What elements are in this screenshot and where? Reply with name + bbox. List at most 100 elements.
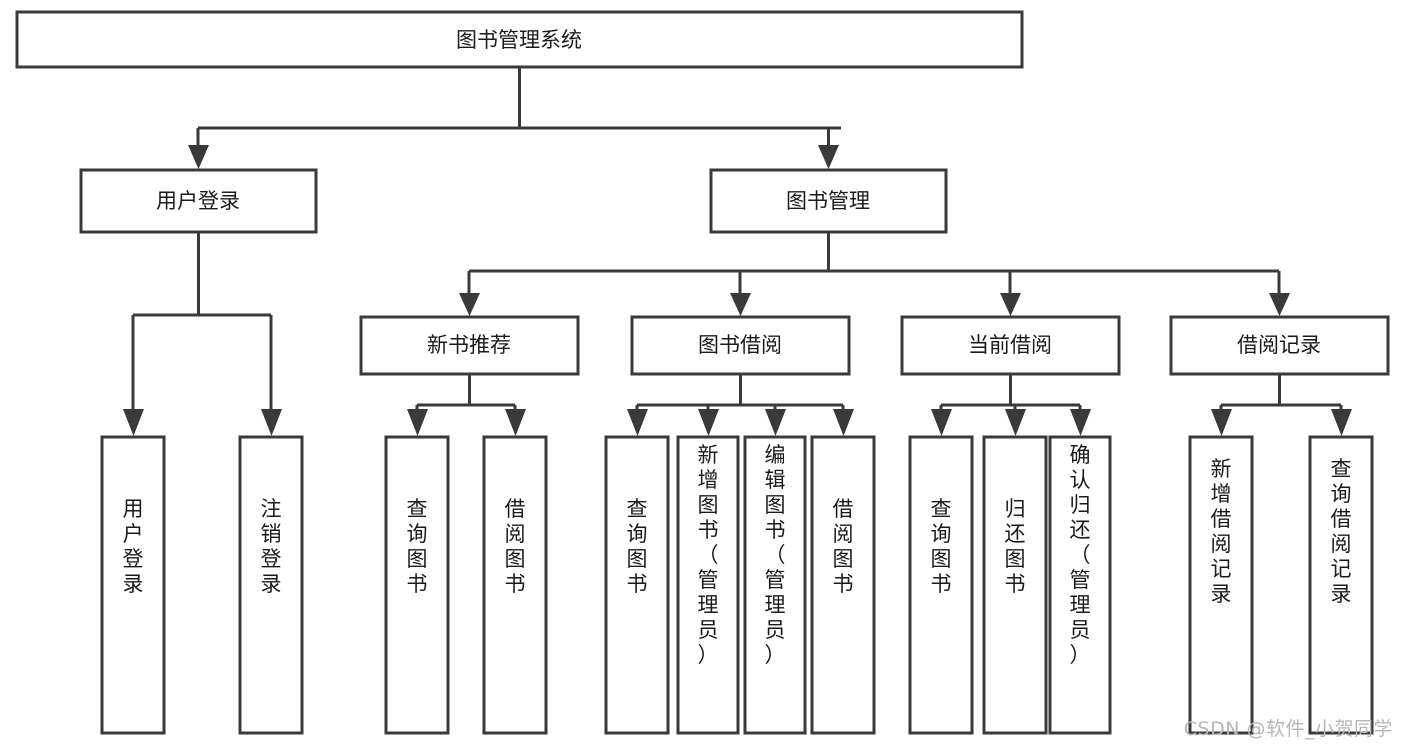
node-new-book-recommend-label: 新书推荐 (427, 333, 511, 357)
svg-text:员: 员 (1070, 618, 1091, 642)
svg-text:借: 借 (1331, 507, 1352, 531)
node-leaf-logout-login-box[interactable] (238, 435, 304, 735)
arrow-head-leaf-query-book-1 (407, 409, 428, 436)
svg-text:编: 编 (765, 443, 786, 467)
arrow-head-leaf-borrow-book-1 (505, 409, 526, 436)
node-leaf-user-login-box[interactable] (100, 435, 166, 735)
svg-text:查: 查 (407, 497, 428, 521)
node-new-book-recommend[interactable]: 新书推荐 (359, 315, 580, 376)
node-leaf-borrow-book-1-box[interactable] (482, 435, 548, 735)
arrow-head-leaf-logout-login (261, 409, 282, 436)
svg-text:查: 查 (627, 497, 648, 521)
svg-text:）: ） (1070, 643, 1091, 667)
svg-text:录: 录 (261, 572, 282, 596)
svg-text:书: 书 (931, 572, 952, 596)
svg-text:录: 录 (1331, 582, 1352, 606)
svg-text:）: ） (698, 643, 719, 667)
node-book-borrow-box[interactable] (630, 315, 851, 376)
node-current-borrow-label: 当前借阅 (968, 333, 1052, 357)
svg-text:书: 书 (627, 572, 648, 596)
svg-text:（: （ (698, 543, 719, 567)
arrow-head-leaf-add-book (698, 409, 719, 436)
node-leaf-edit-book-box[interactable] (743, 435, 807, 735)
node-root[interactable]: 图书管理系统 (15, 10, 1024, 69)
svg-text:用: 用 (123, 497, 144, 521)
node-user-login-box[interactable] (79, 168, 318, 234)
node-user-login[interactable]: 用户登录 (79, 168, 318, 234)
svg-text:查: 查 (931, 497, 952, 521)
svg-text:书: 书 (833, 572, 854, 596)
arrow-head-leaf-borrow-book-2 (833, 409, 854, 436)
arrow-head-leaf-query-book-3 (931, 409, 952, 436)
node-leaf-return-book-box[interactable] (982, 435, 1048, 735)
node-book-manage[interactable]: 图书管理 (709, 168, 948, 234)
svg-text:（: （ (765, 543, 786, 567)
node-leaf-add-book-box[interactable] (676, 435, 740, 735)
node-current-borrow[interactable]: 当前借阅 (900, 315, 1121, 376)
svg-text:归: 归 (1005, 497, 1026, 521)
node-borrow-record-box[interactable] (1169, 315, 1390, 376)
svg-text:新: 新 (1211, 457, 1232, 481)
svg-text:归: 归 (1070, 493, 1091, 517)
svg-text:借: 借 (505, 497, 526, 521)
svg-text:图: 图 (698, 493, 719, 517)
svg-text:询: 询 (407, 522, 428, 546)
svg-text:阅: 阅 (1331, 532, 1352, 556)
arrow-head-leaf-edit-book (765, 409, 786, 436)
node-current-borrow-box[interactable] (900, 315, 1121, 376)
svg-text:查: 查 (1331, 457, 1352, 481)
svg-text:图: 图 (627, 547, 648, 571)
node-leaf-query-book-1-box[interactable] (384, 435, 450, 735)
svg-text:阅: 阅 (1211, 532, 1232, 556)
node-book-borrow-label: 图书借阅 (698, 333, 782, 357)
node-root-box[interactable] (15, 10, 1024, 69)
node-leaf-borrow-book-2-box[interactable] (810, 435, 876, 735)
svg-text:新: 新 (698, 443, 719, 467)
node-layer: 图书管理系统 用户登录 图书管理 新书推荐 图书借阅 当前 (15, 10, 1390, 735)
arrow-head-leaf-confirm-return (1070, 409, 1091, 436)
svg-text:理: 理 (698, 593, 719, 617)
svg-text:阅: 阅 (505, 522, 526, 546)
arrow-head-leaf-add-borrow-record (1211, 409, 1232, 436)
svg-text:询: 询 (627, 522, 648, 546)
svg-text:销: 销 (261, 522, 282, 546)
node-root-label: 图书管理系统 (456, 28, 582, 52)
svg-text:登: 登 (123, 547, 144, 571)
svg-text:询: 询 (931, 522, 952, 546)
svg-text:图: 图 (1005, 547, 1026, 571)
node-borrow-record[interactable]: 借阅记录 (1169, 315, 1390, 376)
node-book-borrow[interactable]: 图书借阅 (630, 315, 851, 376)
svg-text:图: 图 (931, 547, 952, 571)
svg-text:登: 登 (261, 547, 282, 571)
arrow-head-current-borrow (1000, 293, 1021, 316)
arrow-head-user-login (188, 145, 209, 169)
svg-text:理: 理 (1070, 593, 1091, 617)
node-book-manage-box[interactable] (709, 168, 948, 234)
svg-text:还: 还 (1070, 518, 1091, 542)
node-leaf-add-borrow-record-box[interactable] (1188, 435, 1254, 735)
node-leaf-query-book-2-box[interactable] (604, 435, 670, 735)
csdn-watermark: CSDN @软件_小贺同学 (1183, 718, 1393, 740)
svg-text:管: 管 (1070, 568, 1091, 592)
node-leaf-query-book-3-box[interactable] (908, 435, 974, 735)
node-leaf-confirm-return-box[interactable] (1048, 435, 1112, 735)
svg-text:管: 管 (698, 568, 719, 592)
svg-text:记: 记 (1211, 557, 1232, 581)
node-new-book-recommend-box[interactable] (359, 315, 580, 376)
svg-text:书: 书 (698, 518, 719, 542)
node-leaf-query-borrow-record-box[interactable] (1308, 435, 1374, 735)
svg-text:确: 确 (1070, 443, 1091, 467)
svg-text:书: 书 (407, 572, 428, 596)
svg-text:还: 还 (1005, 522, 1026, 546)
svg-text:图: 图 (505, 547, 526, 571)
svg-text:（: （ (1070, 543, 1091, 567)
svg-text:辑: 辑 (765, 468, 786, 492)
